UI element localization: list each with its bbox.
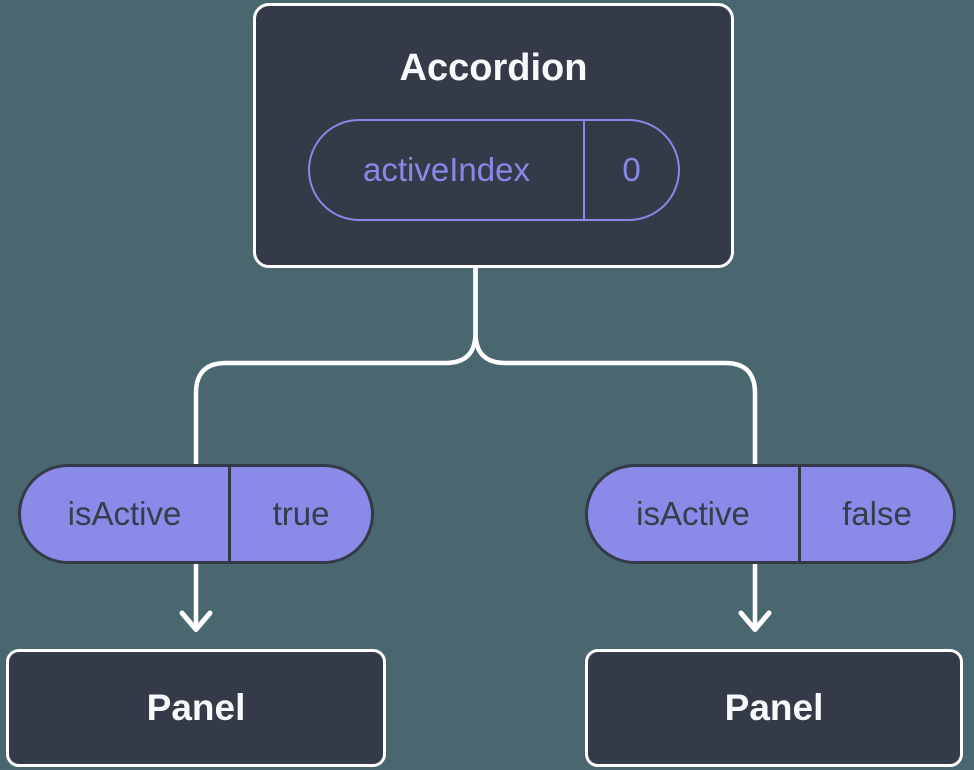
panel-node-left: Panel (6, 649, 386, 767)
active-index-pill-label: activeIndex (310, 121, 585, 219)
accordion-node-title: Accordion (399, 47, 588, 89)
connector-right-branch (473, 263, 758, 629)
panel-node-left-title: Panel (146, 687, 246, 728)
arrowhead-down-right-icon (738, 610, 772, 632)
is-active-true-pill: isActive true (18, 464, 374, 564)
panel-node-right-title: Panel (724, 687, 824, 728)
is-active-true-pill-label: isActive (21, 467, 231, 561)
is-active-false-pill: isActive false (585, 464, 956, 564)
active-index-pill-value: 0 (622, 151, 641, 188)
active-index-pill: activeIndex 0 (308, 119, 680, 221)
is-active-false-pill-value: false (842, 495, 912, 532)
connector-left-branch (193, 263, 478, 629)
panel-node-right: Panel (585, 649, 963, 767)
is-active-true-pill-value: true (272, 495, 330, 532)
is-active-false-pill-label: isActive (588, 467, 801, 561)
arrowhead-down-left-icon (179, 610, 213, 632)
